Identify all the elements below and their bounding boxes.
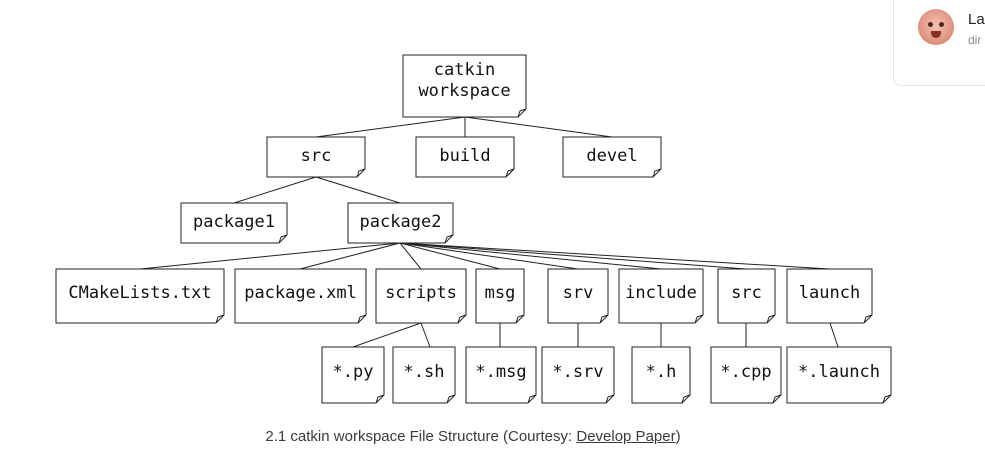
node-scripts: scripts [375, 268, 467, 324]
node-launch-files: *.launch [786, 346, 892, 404]
caption-text: 2.1 catkin workspace File Structure (Cou… [265, 428, 577, 445]
svg-text:msg: msg [485, 283, 516, 303]
svg-text:*.py: *.py [333, 362, 374, 382]
edge-package2-srv [399, 242, 579, 270]
node-srv: srv [547, 268, 609, 324]
svg-text:*.msg: *.msg [475, 362, 526, 382]
caption-close: ) [675, 428, 681, 445]
svg-text:CMakeLists.txt: CMakeLists.txt [68, 283, 211, 303]
node-package-xml: package.xml [234, 268, 367, 324]
avatar-eye-right [939, 22, 944, 27]
svg-text:src: src [731, 283, 762, 303]
avatar-eye-left [928, 22, 933, 27]
node-cmakelists: CMakeLists.txt [55, 268, 225, 324]
node-py-files: *.py [321, 346, 385, 404]
node-srv-files: *.srv [541, 346, 615, 404]
edge-package2-src [399, 242, 747, 270]
edge-launch-files [829, 322, 839, 348]
svg-text:srv: srv [563, 283, 594, 303]
edge-scripts-sh [420, 322, 431, 348]
node-msg-files: *.msg [465, 346, 537, 404]
svg-text:package.xml: package.xml [244, 283, 357, 303]
svg-text:package2: package2 [360, 212, 442, 232]
figure-caption: 2.1 catkin workspace File Structure (Cou… [0, 428, 946, 445]
node-msg: msg [475, 268, 525, 324]
node-root-line1: catkin [434, 60, 495, 80]
node-h-files: *.h [631, 346, 691, 404]
node-src: src [266, 136, 366, 178]
node-devel: devel [562, 136, 662, 178]
user-subtitle: dir [968, 33, 982, 47]
svg-text:package1: package1 [193, 212, 275, 232]
caption-link[interactable]: Develop Paper [576, 428, 676, 445]
svg-text:include: include [625, 283, 697, 303]
edge-package2-packagexml [299, 242, 401, 270]
user-card[interactable]: La dir [893, 0, 985, 86]
svg-text:*.h: *.h [646, 362, 677, 382]
edge-root-devel [464, 116, 613, 138]
svg-text:build: build [439, 146, 490, 166]
edge-package2-scripts [399, 242, 422, 270]
edge-src-package1 [233, 176, 317, 204]
node-src-2: src [717, 268, 776, 324]
user-name[interactable]: La [968, 11, 985, 28]
avatar-mouth [931, 31, 941, 38]
edge-package2-include [399, 242, 662, 270]
svg-text:src: src [301, 146, 332, 166]
node-build: build [415, 136, 515, 178]
edge-scripts-py [352, 322, 422, 348]
svg-text:*.cpp: *.cpp [720, 362, 771, 382]
avatar[interactable] [918, 9, 954, 45]
node-sh-files: *.sh [392, 346, 456, 404]
node-launch: launch [786, 268, 873, 324]
edge-package2-msg [399, 242, 501, 270]
node-root-line2: workspace [418, 81, 510, 101]
node-root: catkin workspace [402, 54, 527, 118]
svg-text:scripts: scripts [385, 283, 457, 303]
svg-text:launch: launch [799, 283, 860, 303]
edge-package2-launch [399, 242, 831, 270]
svg-text:*.launch: *.launch [798, 362, 880, 382]
svg-text:devel: devel [586, 146, 637, 166]
node-include: include [618, 268, 704, 324]
svg-text:*.srv: *.srv [552, 362, 603, 382]
node-package1: package1 [180, 202, 288, 244]
svg-text:*.sh: *.sh [404, 362, 445, 382]
node-cpp-files: *.cpp [710, 346, 782, 404]
edge-root-src [315, 116, 466, 138]
node-package2: package2 [347, 202, 454, 244]
edge-package2-cmakelists [139, 242, 401, 270]
edge-src-package2 [315, 176, 401, 204]
